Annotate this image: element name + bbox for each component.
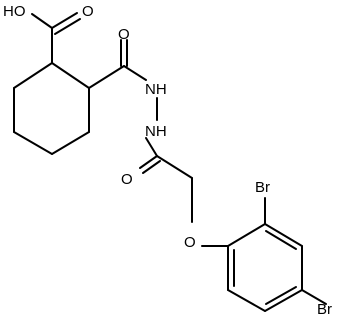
cyclohexane-ring <box>13 62 90 155</box>
amide-carbonyl-2 <box>139 137 193 223</box>
amide2-o-label: O <box>121 171 133 188</box>
br-para-label: Br <box>317 301 332 318</box>
hydrazide-nh2-label: NH <box>145 123 167 140</box>
benzene-ring <box>227 223 303 312</box>
carboxyl-oh-label: HO <box>3 3 26 20</box>
amide1-o-label: O <box>118 26 130 43</box>
br-ortho-label: Br <box>255 179 270 196</box>
carboxylic-acid-group <box>31 12 81 64</box>
amide-carbonyl-1 <box>88 39 147 89</box>
br-bond-para <box>301 289 327 305</box>
ether-o-label: O <box>184 234 196 251</box>
hydrazide-nh1-label: NH <box>145 81 167 98</box>
carboxyl-o-label: O <box>82 3 94 20</box>
